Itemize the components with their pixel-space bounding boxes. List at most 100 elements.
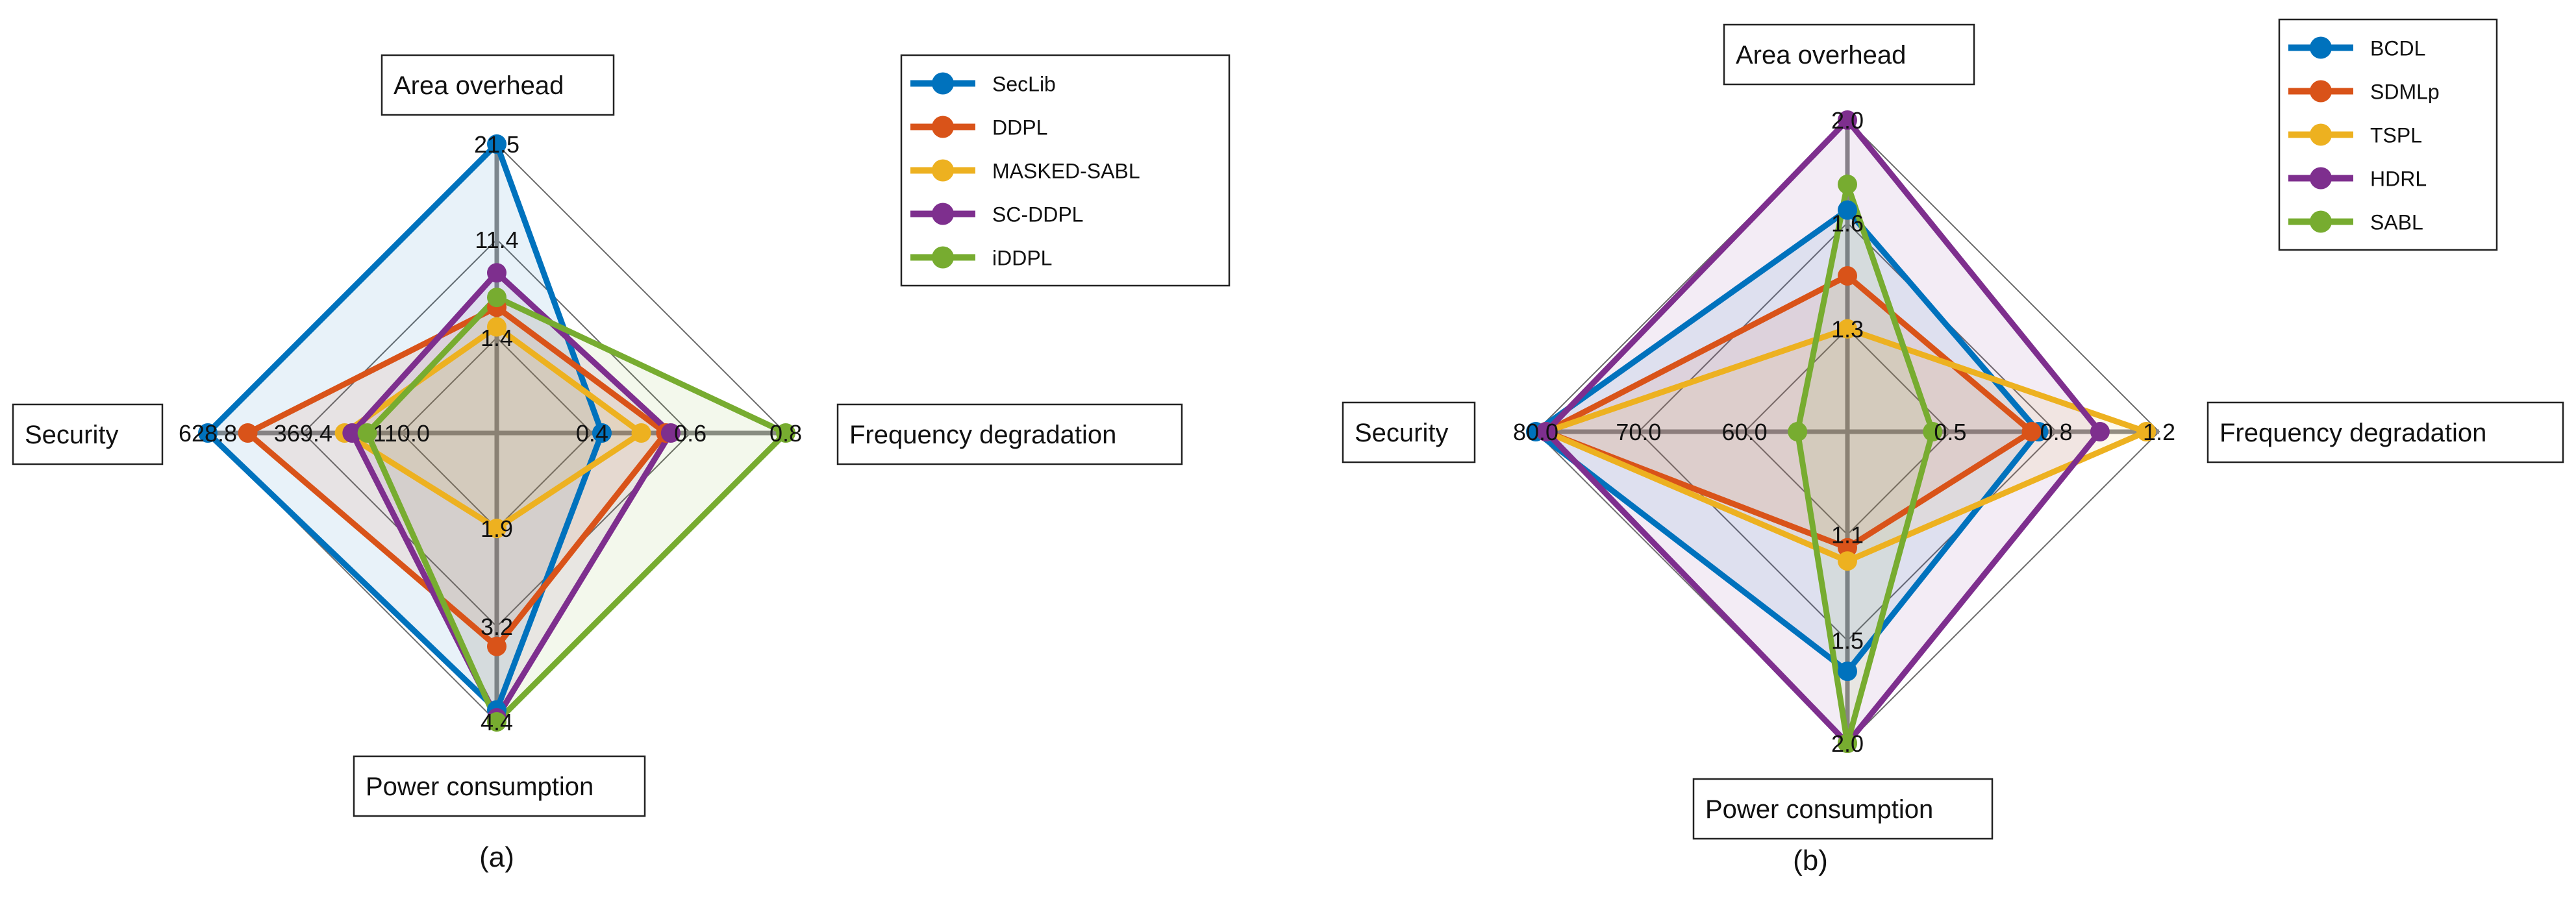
tick-label: 1.1 [1831, 521, 1864, 548]
series-area-iddpl [367, 297, 786, 722]
series-point-sabl-area-overhead [1838, 175, 1857, 194]
series-point-ddpl-power-consumption [487, 636, 506, 656]
series-point-hdrl-frequency-degradation [2090, 422, 2110, 441]
series-point-sc-ddpl-frequency-degradation [660, 423, 681, 443]
legend-swatch-marker [2310, 80, 2332, 103]
axis-label-box [353, 755, 646, 817]
series-point-masked-sabl-power-consumption [487, 518, 506, 538]
legend-item-sabl: SABL [2288, 210, 2423, 234]
legend-swatch-marker [932, 72, 954, 95]
legend-swatch-marker [2310, 167, 2332, 190]
tick-label: 4.4 [481, 709, 513, 736]
axis-label-text: Power consumption [1705, 795, 1933, 824]
series-point-hdrl-area-overhead [1838, 110, 1857, 130]
subfigure-caption: (b) [1793, 845, 1828, 876]
subfigure-caption: (a) [479, 841, 514, 873]
tick-label: 1.3 [1831, 316, 1864, 343]
axis-label-box [12, 403, 164, 465]
series-point-sc-ddpl-area-overhead [487, 263, 506, 283]
radar-series-group [198, 134, 795, 732]
axis-label-area-overhead: Area overhead [381, 54, 615, 116]
tick-label: 0.8 [2040, 419, 2073, 445]
tick-label: 0.6 [674, 420, 707, 447]
tick-label: 21.5 [474, 131, 519, 158]
legend-label: SC-DDPL [992, 203, 1083, 227]
tick-label: 1.6 [1831, 210, 1864, 236]
radar-series-group [1526, 110, 2157, 753]
tick-label: 628.8 [179, 420, 237, 447]
tick-label: 1.4 [481, 325, 513, 351]
tick-label: 1.2 [2143, 419, 2175, 445]
series-point-iddpl-power-consumption [487, 712, 506, 732]
tick-label: 1.9 [481, 515, 513, 542]
legend-item-sdmlp: SDMLp [2288, 80, 2440, 104]
legend-label: SecLib [992, 73, 1056, 96]
series-point-sdmlp-frequency-degradation [2021, 422, 2042, 441]
tick-label: 70.0 [1616, 419, 1661, 445]
series-point-tspl-power-consumption [1838, 551, 1857, 571]
legend-swatch-marker [2310, 123, 2332, 146]
axis-label-box [836, 403, 1183, 465]
series-point-tspl-frequency-degradation [2136, 422, 2157, 441]
tick-label: 60.0 [1722, 419, 1768, 445]
legend-label: SABL [2370, 211, 2423, 234]
legend-label: iDDPL [992, 247, 1052, 270]
series-point-bcdl-area-overhead [1838, 200, 1857, 220]
series-point-seclib-frequency-degradation [592, 423, 612, 443]
axis-label-text: Security [25, 421, 119, 449]
tick-label: 2.0 [1831, 107, 1864, 134]
legend-swatch-marker [2310, 36, 2332, 59]
axis-label-text: Area overhead [1736, 41, 1906, 69]
legend-item-bcdl: BCDL [2288, 36, 2425, 60]
tick-label: 2.0 [1831, 730, 1864, 757]
series-point-sdmlp-area-overhead [1838, 266, 1857, 286]
legend-swatch-marker [932, 203, 954, 225]
series-point-sabl-frequency-degradation [1923, 422, 1943, 441]
series-point-seclib-security [198, 423, 218, 443]
axis-label-area-overhead: Area overhead [1723, 23, 1975, 86]
series-area-seclib [208, 144, 602, 710]
series-point-hdrl-security [1536, 422, 1556, 441]
axis-label-text: Frequency degradation [2220, 419, 2486, 447]
axis-label-power-consumption: Power consumption [1692, 778, 1994, 840]
legend-label: BCDL [2370, 37, 2425, 60]
axis-label-text: Area overhead [394, 71, 564, 100]
tick-label: 369.4 [274, 420, 332, 447]
series-point-masked-sabl-area-overhead [487, 317, 506, 337]
series-area-sabl [1797, 184, 1933, 743]
axis-label-security: Security [12, 403, 164, 465]
series-area-hdrl [1545, 120, 2100, 743]
series-area-sdmlp [1545, 276, 2032, 548]
legend-swatch-marker [932, 116, 954, 138]
tick-label: 3.2 [481, 613, 513, 640]
legend-item-seclib: SecLib [910, 72, 1056, 96]
axis-label-power-consumption: Power consumption [353, 755, 646, 817]
series-area-sc-ddpl [352, 273, 671, 718]
tick-label: 0.4 [576, 420, 608, 447]
series-point-masked-sabl-frequency-degradation [631, 423, 651, 443]
axis-label-text: Power consumption [366, 773, 594, 801]
legend-label: HDRL [2370, 167, 2427, 191]
legend-item-masked-sabl: MASKED-SABL [910, 159, 1140, 183]
axis-label-box [1342, 401, 1476, 464]
legend-item-tspl: TSPL [2288, 123, 2422, 147]
legend-label: TSPL [2370, 124, 2422, 147]
series-point-sabl-security [1788, 422, 1808, 441]
axis-label-text: Frequency degradation [849, 421, 1116, 449]
legend-item-sc-ddpl: SC-DDPL [910, 203, 1083, 227]
axis-label-box [1692, 778, 1994, 840]
legend-label: MASKED-SABL [992, 160, 1140, 183]
legend-item-ddpl: DDPL [910, 116, 1047, 140]
tick-label: 1.5 [1831, 628, 1864, 654]
tick-label: 110.0 [373, 420, 429, 447]
legend-item-hdrl: HDRL [2288, 167, 2427, 191]
series-point-sc-ddpl-security [342, 423, 362, 443]
axis-label-text: Security [1355, 419, 1449, 447]
series-point-bcdl-power-consumption [1838, 662, 1857, 682]
